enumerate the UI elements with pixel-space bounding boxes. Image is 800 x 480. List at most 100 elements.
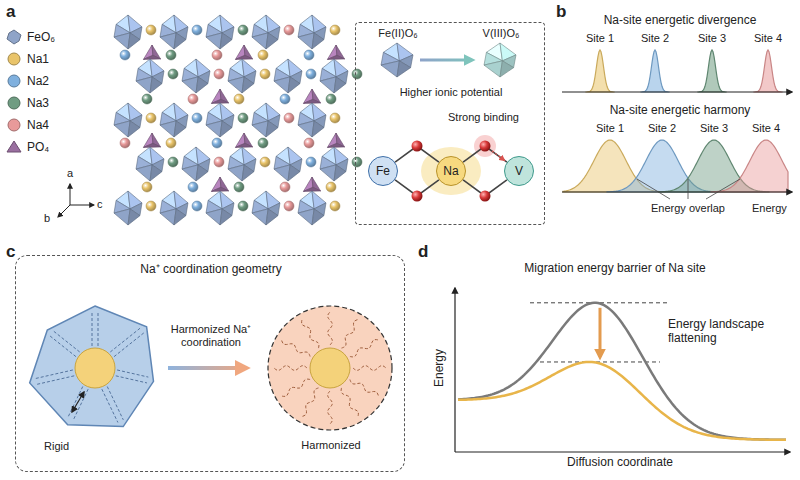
- octahedron-face: [128, 121, 140, 137]
- low-barrier-curve: [458, 362, 786, 440]
- axis-title: Diffusion coordinate: [567, 456, 673, 470]
- legend-row: Na2: [6, 70, 55, 92]
- legend-swatch: [6, 51, 22, 67]
- octahedron-face: [228, 77, 244, 93]
- bond-spoke: [110, 328, 140, 352]
- tetrahedron-swatch: [7, 141, 21, 152]
- site-label: Site 4: [752, 122, 780, 135]
- energy-axis: [562, 91, 792, 92]
- sodium-sphere: [304, 50, 314, 60]
- sodium-sphere: [192, 25, 202, 35]
- octahedron-face: [242, 165, 254, 181]
- axis-arrow: [70, 184, 71, 205]
- octahedron-face: [128, 33, 140, 49]
- sodium-sphere: [238, 113, 248, 123]
- sodium-sphere: [188, 182, 198, 192]
- legend-row: Na4: [6, 114, 55, 136]
- octahedron-face: [298, 121, 314, 137]
- axis-label: b: [44, 212, 50, 225]
- flexible-spoke: [342, 320, 359, 349]
- binding-arrow: [492, 151, 504, 160]
- legend-text: Na4: [27, 118, 49, 132]
- octahedron-face: [136, 165, 152, 181]
- site-label: Site 2: [648, 122, 676, 135]
- octahedron-face: [242, 77, 254, 93]
- arrow-label: Harmonized Na⁺ coordination: [161, 323, 261, 348]
- tetrahedron-face: [327, 55, 344, 59]
- octahedron-face: [266, 209, 278, 225]
- flexible-spoke: [350, 340, 379, 357]
- octahedron-face: [266, 121, 278, 137]
- sodium-sphere: [142, 94, 152, 104]
- bond-spoke: [35, 370, 73, 379]
- bond-spoke: [114, 333, 144, 357]
- atom-symbol: V: [515, 165, 523, 177]
- site-label: Site 1: [586, 32, 614, 45]
- sodium-sphere: [234, 182, 244, 192]
- legend: FeO₆Na1Na2Na3Na4PO₄: [6, 26, 55, 158]
- sodium-sphere: [258, 138, 268, 148]
- leader-line: [688, 179, 689, 199]
- octahedron-face: [288, 165, 300, 181]
- plot-heading: Na-site energetic divergence: [604, 14, 757, 28]
- legend-text: Na3: [27, 96, 49, 110]
- sodium-sphere: [330, 113, 340, 123]
- legend-swatch: [6, 29, 22, 45]
- tetrahedron-face: [235, 55, 252, 59]
- sodium-sphere: [326, 94, 336, 104]
- octahedron-face: [174, 209, 186, 225]
- octahedron-face: [220, 33, 232, 49]
- legend-text: Na1: [27, 52, 49, 66]
- octahedron-face: [128, 209, 140, 225]
- octahedron-face: [274, 165, 290, 181]
- octahedron-face: [312, 33, 324, 49]
- sodium-sphere: [120, 50, 130, 60]
- narrow-peak: [698, 50, 726, 92]
- sodium-sphere: [168, 69, 178, 79]
- sodium-sphere: [284, 201, 294, 211]
- sodium-sphere: [146, 113, 156, 123]
- sodium-sphere: [214, 69, 224, 79]
- octahedron-face: [160, 33, 176, 49]
- axis-title: Energy: [752, 202, 787, 215]
- bond-spoke: [92, 312, 93, 346]
- note: Strong binding: [448, 111, 519, 124]
- octahedron-face: [114, 209, 130, 225]
- sodium-sphere: [306, 157, 316, 167]
- flexible-spoke: [328, 391, 333, 424]
- axis-label: a: [67, 167, 73, 180]
- panel-letter: c: [6, 242, 15, 262]
- sodium-sphere: [304, 138, 314, 148]
- sodium-sphere: [168, 157, 178, 167]
- flexible-spoke: [282, 340, 311, 357]
- tetrahedron-face: [235, 143, 252, 147]
- atom-symbol: Na: [443, 165, 458, 177]
- sodium-sphere: [284, 25, 294, 35]
- bond-spoke: [73, 389, 88, 421]
- sphere-swatch: [8, 97, 20, 109]
- crystal-structure: [114, 15, 362, 225]
- octahedron-face: [136, 77, 152, 93]
- flexible-spoke: [350, 380, 379, 397]
- sodium-sphere: [258, 50, 268, 60]
- octahedron-face: [381, 61, 399, 77]
- shape-label: Harmonized: [301, 439, 360, 452]
- sodium-ion: [310, 348, 350, 388]
- flexible-spoke: [282, 379, 311, 396]
- atom-circle: Fe: [368, 156, 398, 186]
- panel-letter: a: [6, 2, 15, 22]
- octahedron-face: [484, 61, 502, 77]
- legend-text: FeO₆: [27, 30, 55, 44]
- axis-arrow: [58, 205, 70, 217]
- octahedron-face: [320, 165, 336, 181]
- narrow-peak: [586, 50, 614, 92]
- octahedron-face: [206, 121, 222, 137]
- bond-spoke: [98, 312, 99, 346]
- octahedron-face: [334, 77, 346, 93]
- legend-swatch: [6, 139, 22, 155]
- octahedron-face: [174, 33, 186, 49]
- axis-title: Energy: [433, 349, 447, 387]
- flexible-spoke: [328, 312, 333, 345]
